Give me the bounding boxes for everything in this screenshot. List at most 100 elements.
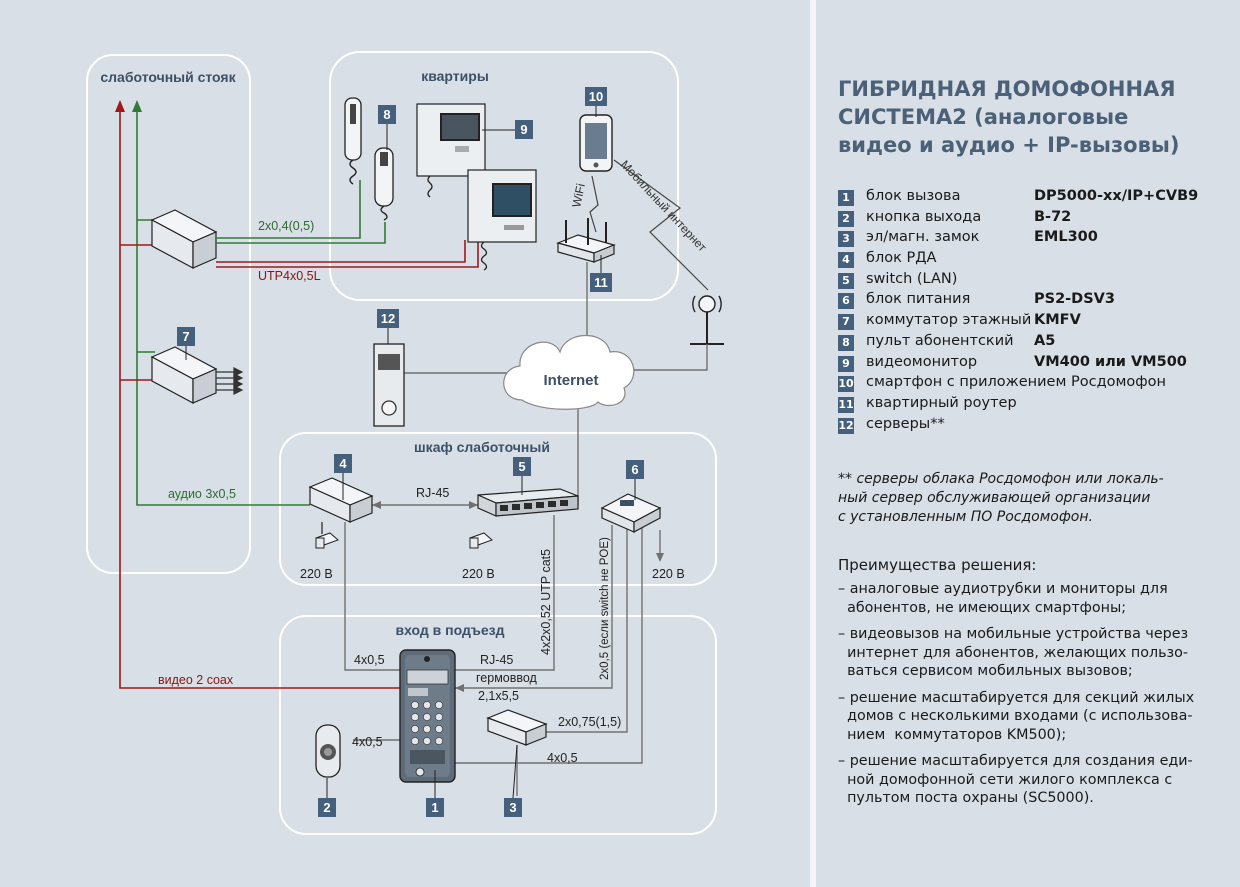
legend-description: пульт абонентский (866, 332, 1014, 349)
wire-label-utp: UTP4x0,5L (258, 269, 321, 283)
floor-switch-outputs (216, 367, 244, 395)
power-supply-icon (600, 493, 662, 534)
servers-note: ** серверы облака Росдомофон или локаль-… (838, 470, 1238, 527)
internet-label: Internet (543, 372, 598, 389)
legend-item: 4 блок РДА (838, 250, 1238, 271)
plug-icon (315, 522, 339, 549)
legend-number-badge: 6 (838, 293, 854, 310)
svg-text:11: 11 (594, 275, 608, 290)
legend-item: 10 смартфон с приложением Росдомофон (838, 374, 1238, 395)
svg-text:7: 7 (182, 329, 189, 344)
advantage-line: абонентов, не имеющих смартфоны; (838, 599, 1127, 616)
badge-1: 1 (426, 798, 444, 817)
legend-number-badge: 9 (838, 355, 854, 372)
legend-description: switch (LAN) (866, 270, 958, 287)
network-lines (344, 262, 708, 796)
panel-divider (810, 0, 816, 887)
legend-number-badge: 11 (838, 396, 854, 413)
legend-model: KMFV (1034, 312, 1081, 329)
legend-number-badge: 3 (838, 231, 854, 248)
advantage-line: пультом поста охраны (SC5000). (838, 790, 1094, 806)
rda-block-icon (308, 477, 374, 523)
advantage-item: – решение масштабируется для создания ед… (838, 752, 1238, 808)
floor-switch-kmfv (150, 346, 218, 405)
badge-4: 4 (334, 454, 352, 473)
apartment-wires (216, 180, 479, 268)
magnetic-lock-icon (486, 709, 548, 746)
legend-item: 5 switch (LAN) (838, 271, 1238, 292)
legend-number-badge: 5 (838, 272, 854, 289)
wire-label-lock: 2x0,75(1,5) (558, 715, 621, 729)
arrow-left-entry-icon (455, 684, 464, 692)
note-line: ** серверы облака Росдомофон или локаль- (838, 471, 1164, 487)
badge-6: 6 (626, 460, 644, 479)
arrow-up-green-icon (132, 100, 142, 112)
legend-number-badge: 4 (838, 252, 854, 269)
legend-description: квартирный роутер (866, 394, 1017, 411)
handset-icon (344, 97, 362, 185)
svg-text:6: 6 (631, 462, 638, 477)
legend-panel: ГИБРИДНАЯ ДОМОФОННАЯ СИСТЕМА2 (аналоговы… (816, 0, 1240, 887)
advantages-title: Преимущества решения: (838, 556, 1037, 574)
legend-model: EML300 (1034, 229, 1098, 246)
monitor-back-icon (416, 103, 486, 198)
legend-number-badge: 12 (838, 417, 854, 434)
wire-label-4x05-left: 4x0,5 (354, 653, 385, 667)
riser-area (86, 54, 251, 574)
legend-description: кнопка выхода (866, 208, 982, 225)
note-line: с установленным ПО Росдомофон. (838, 509, 1093, 525)
antenna-icon (690, 295, 724, 345)
legend-description: коммутатор этажный (866, 312, 1032, 329)
legend-description: серверы** (866, 415, 945, 432)
advantage-line: нием коммутаторов KM500); (838, 726, 1067, 743)
svg-text:8: 8 (383, 107, 390, 122)
wire-label-exit: 4x0,5 (352, 735, 383, 749)
legend-description: блок вызова (866, 188, 961, 204)
badge-5: 5 (513, 457, 531, 476)
legend-description: видеомонитор (866, 353, 978, 370)
advantage-item: – аналоговые аудиотрубки и мониторы для … (838, 580, 1238, 617)
svg-text:2: 2 (323, 800, 330, 815)
power-label: 220 В (652, 567, 685, 581)
mobile-link (613, 159, 709, 291)
legend-item: 2 кнопка выхода B-72 (838, 209, 1238, 230)
advantage-line: – видеовызов на мобильные устройства чер… (838, 626, 1189, 642)
legend-number-badge: 2 (838, 210, 854, 227)
title-line: СИСТЕМА2 (аналоговые (838, 105, 1129, 129)
legend-model: B-72 (1034, 208, 1072, 225)
wifi-label: WiFi (569, 182, 588, 208)
cabinet-label: шкаф слаботочный (414, 439, 550, 455)
title-line: видео и аудио + IP-вызовы) (838, 133, 1180, 157)
legend-description: блок РДА (866, 250, 937, 267)
wire-label-2-1x5-5: 2,1x5,5 (478, 689, 519, 703)
wire-label-audio: аудио 3x0,5 (168, 487, 236, 501)
legend-model: DP5000-xx/IP+CVB9 (1034, 188, 1199, 204)
badge-9: 9 (515, 120, 533, 139)
wire-label-hermovvod: гермоввод (476, 671, 538, 685)
arrow-down-power-icon (656, 553, 664, 562)
handset-icon (374, 147, 394, 221)
svg-text:5: 5 (518, 459, 525, 474)
page-title: ГИБРИДНАЯ ДОМОФОННАЯ СИСТЕМА2 (аналоговы… (838, 75, 1238, 159)
lan-switch-icon (477, 488, 579, 517)
wire-label-bottom: 4x0,5 (547, 751, 578, 765)
legend-number-badge: 8 (838, 334, 854, 351)
advantage-line: – аналоговые аудиотрубки и мониторы для (838, 581, 1168, 597)
badge-7: 7 (177, 327, 195, 346)
svg-text:1: 1 (431, 800, 438, 815)
legend-number-badge: 7 (838, 314, 854, 331)
riser-switch-upper (150, 209, 218, 270)
legend-description: смартфон с приложением Росдомофон (866, 374, 1167, 391)
legend-number-badge: 10 (838, 376, 854, 393)
advantage-line: ваться сервисом мобильных вызовов; (838, 663, 1133, 679)
legend-item: 12 серверы** (838, 416, 1238, 437)
apartments-label: квартиры (421, 68, 489, 84)
badge-11: 11 (590, 273, 612, 292)
arrow-right-rj45-icon (469, 501, 478, 509)
router-icon (556, 218, 616, 263)
badge-leaders (185, 106, 636, 799)
